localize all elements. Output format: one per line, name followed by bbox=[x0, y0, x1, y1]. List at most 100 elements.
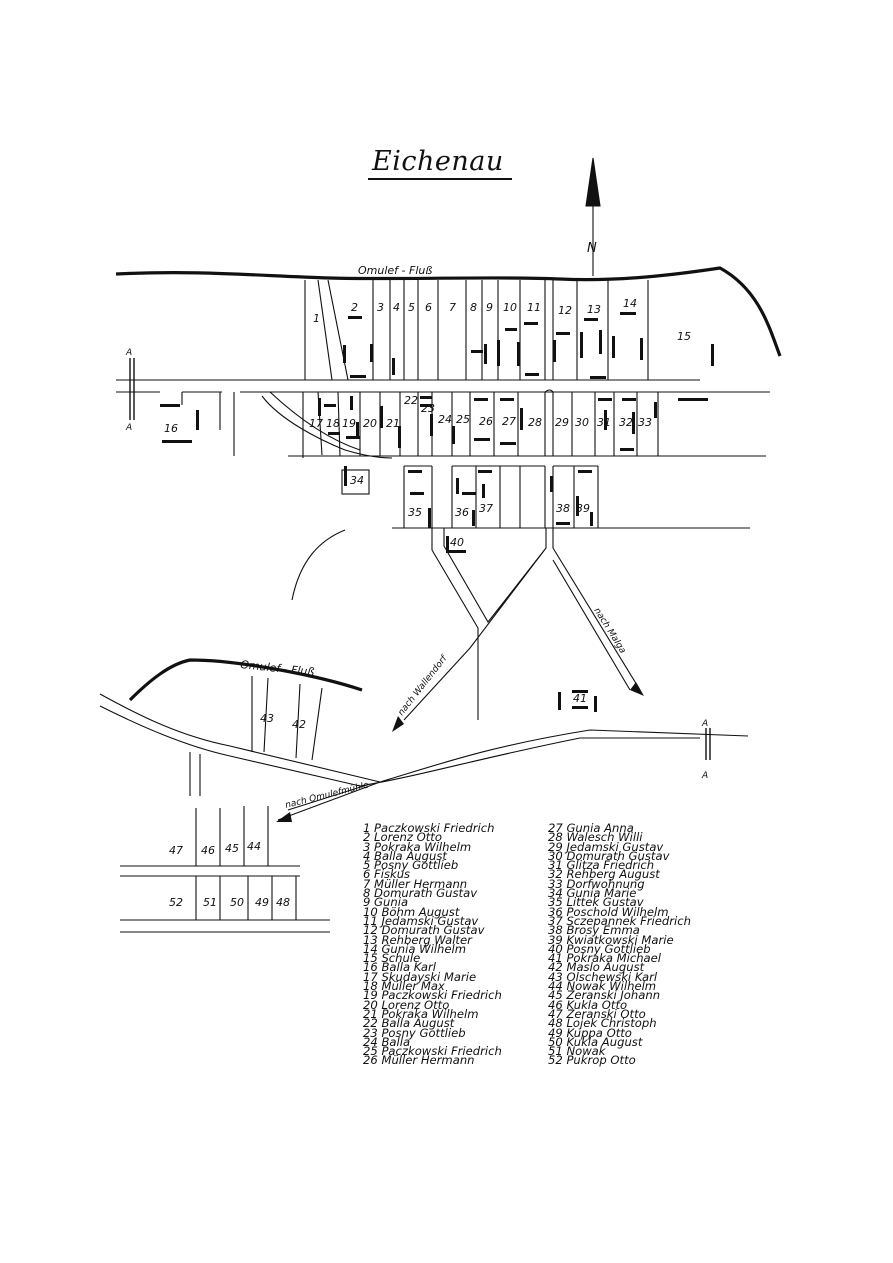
buildings bbox=[160, 312, 714, 712]
lower-river-label: Omulef - Fluß bbox=[240, 658, 315, 679]
legend-entry: 47 Zeranski Otto bbox=[548, 1006, 646, 1021]
legend-entry: 4 Balla August bbox=[363, 848, 447, 863]
lower-river-plots bbox=[251, 676, 323, 761]
plot-number-29: 29 bbox=[555, 416, 569, 429]
legend-entry: 18 Müller Max bbox=[363, 979, 445, 994]
plot-number-44: 44 bbox=[247, 840, 261, 853]
legend-entry: 10 Böhm August bbox=[363, 904, 460, 919]
legend-entry: 19 Paczkowski Friedrich bbox=[363, 988, 502, 1003]
bottom-plots bbox=[120, 806, 330, 933]
plot-number-6: 6 bbox=[425, 301, 432, 314]
mill-road-label: nach Omulefmühle bbox=[284, 780, 370, 811]
plot-number-26: 26 bbox=[479, 415, 493, 428]
legend-entry: 2 Lorenz Otto bbox=[363, 830, 442, 845]
section-marker-east bbox=[705, 728, 711, 760]
section-marker-west-bottom: A bbox=[125, 423, 132, 433]
legend-entry: 24 Balla bbox=[363, 1034, 411, 1049]
legend-entry: 11 Jedamski Gustav bbox=[363, 913, 479, 928]
plot-number-21: 21 bbox=[386, 417, 400, 430]
plot-number-3: 3 bbox=[377, 301, 384, 314]
title-underline bbox=[368, 178, 512, 180]
plot-number-33: 33 bbox=[638, 416, 652, 429]
plot-number-48: 48 bbox=[276, 896, 290, 909]
legend-entry: 8 Domurath Gustav bbox=[363, 886, 478, 901]
legend-entry: 37 Sczepannek Friedrich bbox=[548, 913, 691, 928]
middle-block bbox=[261, 389, 659, 459]
plot-number-52: 52 bbox=[169, 896, 183, 909]
plot-number-27: 27 bbox=[502, 415, 516, 428]
south-lane bbox=[189, 752, 201, 796]
plot-number-15: 15 bbox=[677, 330, 691, 343]
legend-entry: 22 Balla August bbox=[363, 1016, 455, 1031]
legend-entry: 38 Brosy Emma bbox=[548, 923, 640, 938]
legend-entry: 26 Müller Hermann bbox=[363, 1053, 475, 1068]
section-marker-east-top: A bbox=[701, 719, 708, 729]
plot-number-19: 19 bbox=[342, 417, 356, 430]
legend-entry: 3 Pokraka Wilhelm bbox=[363, 839, 472, 854]
plot-number-31: 31 bbox=[597, 416, 611, 429]
road-to-malga bbox=[552, 559, 631, 691]
plot-number-50: 50 bbox=[230, 896, 244, 909]
plot-number-8: 8 bbox=[470, 301, 477, 314]
upper-block bbox=[304, 279, 649, 381]
plot-number-16: 16 bbox=[164, 422, 178, 435]
plot-number-18: 18 bbox=[326, 417, 340, 430]
legend-entry: 31 Glitza Friedrich bbox=[548, 858, 655, 873]
malga-road-label: nach Malga bbox=[591, 606, 627, 655]
plot-number-39: 39 bbox=[576, 502, 590, 515]
mill-road bbox=[277, 781, 381, 821]
plot-number-12: 12 bbox=[558, 304, 572, 317]
road-to-wallendorf bbox=[403, 528, 641, 721]
lower-left-road bbox=[99, 693, 381, 787]
plot-34-box bbox=[341, 469, 370, 495]
legend-entry: 27 Gunia Anna bbox=[548, 821, 634, 835]
legend-entry: 34 Gunia Marie bbox=[548, 886, 637, 901]
legend-entry: 16 Balla Karl bbox=[363, 960, 437, 975]
upper-river-bank bbox=[115, 266, 782, 357]
plot-number-1: 1 bbox=[313, 312, 320, 325]
legend-entry: 20 Lorenz Otto bbox=[363, 997, 450, 1012]
legend-entry: 33 Dorfwohnung bbox=[548, 876, 645, 891]
legend-entry: 23 Posny Gottlieb bbox=[363, 1025, 466, 1040]
plot-number-2: 2 bbox=[351, 301, 358, 314]
legend-entry: 35 Littek Gustav bbox=[548, 895, 644, 910]
plot-number-4: 4 bbox=[393, 301, 400, 314]
plot-number-42: 42 bbox=[292, 718, 306, 731]
plot-number-23: 23 bbox=[421, 402, 435, 415]
plot-number-51: 51 bbox=[203, 896, 217, 909]
legend-entry: 41 Pokraka Michael bbox=[548, 951, 662, 966]
legend-entry: 5 Posny Gottlieb bbox=[363, 858, 459, 873]
plot-number-45: 45 bbox=[225, 842, 239, 855]
legend-entry: 48 Lojek Christoph bbox=[548, 1016, 657, 1031]
legend-entry: 29 Jedamski Gustav bbox=[548, 839, 664, 854]
plot-number-20: 20 bbox=[363, 417, 377, 430]
west-side-road bbox=[181, 392, 235, 456]
legend-entry: 32 Rehberg August bbox=[548, 867, 660, 882]
legend-entry: 40 Posny Gottlieb bbox=[548, 941, 651, 956]
plot-number-38: 38 bbox=[556, 502, 570, 515]
north-arrow-head bbox=[585, 157, 601, 207]
plot-number-13: 13 bbox=[587, 303, 601, 316]
legend-entry: 28 Walesch Willi bbox=[548, 830, 643, 845]
legend-entry: 51 Nowak bbox=[548, 1044, 606, 1059]
plot-number-9: 9 bbox=[486, 301, 493, 314]
plot-number-36: 36 bbox=[455, 506, 469, 519]
legend-entry: 9 Gunia bbox=[363, 895, 409, 910]
plot-number-49: 49 bbox=[255, 896, 269, 909]
plot-number-32: 32 bbox=[619, 416, 633, 429]
plot-number-46: 46 bbox=[201, 844, 215, 857]
legend-entry: 39 Kwiatkowski Marie bbox=[548, 932, 674, 947]
map-title: Eichenau bbox=[372, 146, 504, 177]
plot-number-34: 34 bbox=[350, 474, 364, 487]
legend-entry: 52 Pukrop Otto bbox=[548, 1053, 636, 1068]
legend-entry: 21 Pokraka Wilhelm bbox=[363, 1006, 479, 1021]
legend-entry: 14 Gunia Wilhelm bbox=[363, 941, 467, 956]
plot-number-7: 7 bbox=[449, 301, 456, 314]
plot-number-5: 5 bbox=[408, 301, 415, 314]
legend-entry: 7 Müller Hermann bbox=[363, 876, 468, 891]
plot-number-37: 37 bbox=[479, 502, 493, 515]
lower-block bbox=[403, 465, 599, 528]
